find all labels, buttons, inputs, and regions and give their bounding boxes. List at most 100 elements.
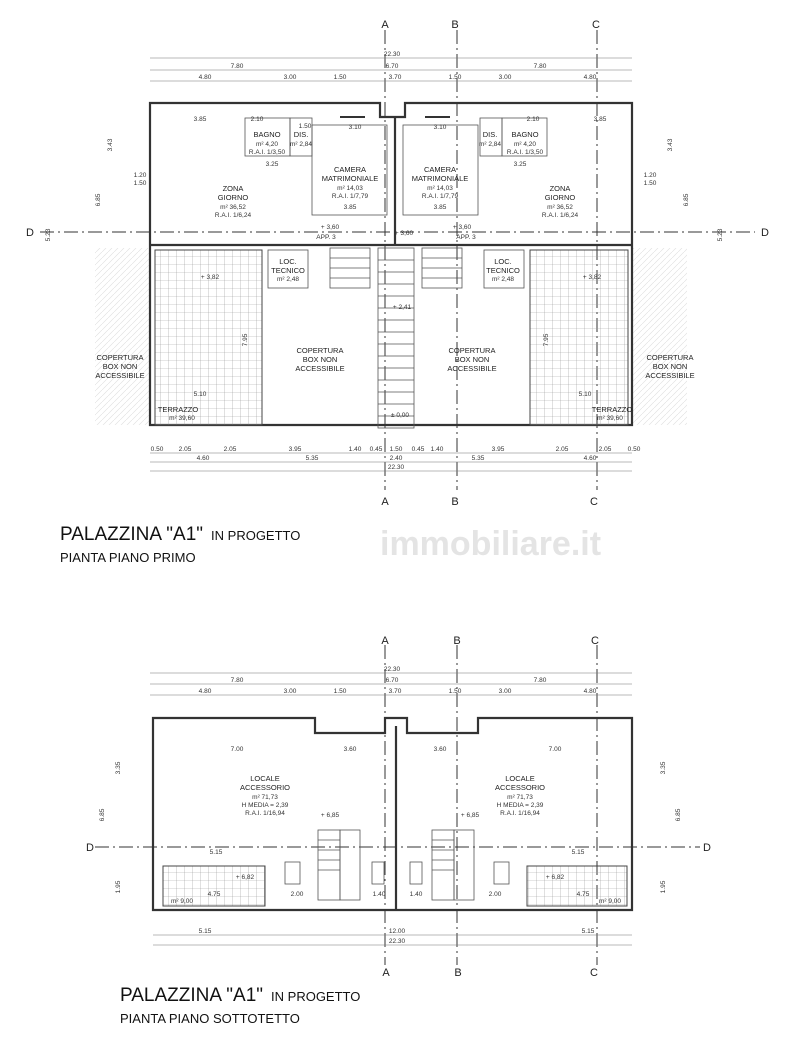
label: 5.15	[210, 849, 223, 856]
label: BAGNO	[511, 130, 538, 139]
label: 22.30	[384, 666, 401, 673]
label: m² 9,00	[599, 898, 621, 905]
label: TERRAZZO	[158, 405, 199, 414]
label: R.A.I. 1/6,24	[215, 212, 252, 219]
label: 3.00	[284, 688, 297, 695]
label: 0.50	[628, 446, 641, 453]
label: 4.75	[208, 891, 221, 898]
label: 7.80	[231, 63, 244, 70]
plan-line	[317, 829, 341, 901]
label: 6.85	[675, 808, 682, 821]
label: BAGNO	[253, 130, 280, 139]
label: 6.70	[386, 63, 399, 70]
plan-line	[95, 248, 150, 425]
label: 1.50	[134, 180, 147, 187]
label: 3.35	[660, 761, 667, 774]
label: 2.00	[489, 891, 502, 898]
label: LOCALE	[250, 774, 280, 783]
label: 5.15	[572, 849, 585, 856]
label: ZONA	[223, 184, 244, 193]
label: R.A.I. 1/16,94	[245, 810, 285, 817]
plan-line	[162, 865, 266, 907]
label: 1.20	[644, 172, 657, 179]
label: COPERTURA	[97, 353, 144, 362]
label: DIS.	[483, 130, 498, 139]
label: ACCESSORIO	[495, 783, 545, 792]
plan-attic: A B C A B C D D 22.30 6.70 7.80 7.80 4.8…	[86, 635, 711, 979]
label: + 6,85	[461, 812, 480, 819]
label: 3.43	[667, 138, 674, 151]
label: CAMERA	[334, 165, 366, 174]
marker-a: A	[381, 19, 389, 31]
label: BOX NON	[455, 355, 490, 364]
label: CAMERA	[424, 165, 456, 174]
label: 2.10	[527, 116, 540, 123]
room-dis-left: DIS.m² 2,84	[290, 130, 312, 148]
label: TERRAZZO	[592, 405, 633, 414]
label: 3.25	[266, 161, 279, 168]
label: GIORNO	[545, 193, 576, 202]
label: 3.43	[107, 138, 114, 151]
label: 6.85	[683, 193, 690, 206]
plan-line	[148, 101, 634, 427]
label: B	[454, 967, 461, 979]
label: m² 39,60	[169, 415, 195, 422]
label: 1.50	[390, 446, 403, 453]
label: 1.95	[660, 880, 667, 893]
label: + 3,82	[583, 274, 602, 281]
label: 2.05	[224, 446, 237, 453]
label: + 6,82	[236, 874, 255, 881]
marker-c-bottom: C	[590, 496, 598, 508]
label: 2.00	[291, 891, 304, 898]
label: 7.80	[534, 677, 547, 684]
label: 3.00	[499, 688, 512, 695]
label: 7.80	[231, 677, 244, 684]
label: ACCESSIBILE	[645, 371, 694, 380]
plan-line	[501, 117, 548, 157]
label: DIS.	[294, 130, 309, 139]
label: 4.60	[197, 455, 210, 462]
label: TECNICO	[271, 266, 305, 275]
label: 7.00	[231, 746, 244, 753]
plan-attic-title: PALAZZINA "A1"IN PROGETTO	[120, 985, 360, 1006]
label: 3.95	[289, 446, 302, 453]
plan-first-title: PALAZZINA "A1"IN PROGETTO	[60, 524, 300, 545]
marker-c: C	[592, 19, 600, 31]
label: 5.10	[579, 391, 592, 398]
label: 1.40	[373, 891, 386, 898]
label: LOCALE	[505, 774, 535, 783]
label: 2.40	[390, 455, 403, 462]
label: R.A.I. 1/7,79	[422, 193, 459, 200]
label: 5.23	[45, 228, 52, 241]
label: 4.80	[199, 74, 212, 81]
plan-line	[483, 249, 525, 289]
label: 7.95	[242, 333, 249, 346]
label: R.A.I. 1/6,24	[542, 212, 579, 219]
label: m² 71,73	[507, 794, 533, 801]
label: 3.00	[284, 74, 297, 81]
label: 1.50	[334, 688, 347, 695]
label: 0.50	[151, 446, 164, 453]
label: 3.00	[499, 74, 512, 81]
plan-line	[409, 861, 423, 885]
label: 3.25	[514, 161, 527, 168]
label: 22.30	[384, 51, 401, 58]
label: C	[590, 967, 598, 979]
label: ACCESSIBILE	[447, 364, 496, 373]
label: ACCESSIBILE	[295, 364, 344, 373]
label: 2.05	[556, 446, 569, 453]
label: 2.05	[599, 446, 612, 453]
terrace-right	[529, 249, 629, 426]
plan-line	[149, 102, 633, 246]
label: A	[382, 967, 390, 979]
plan-first-subtitle: PIANTA PIANO PRIMO	[60, 550, 196, 565]
plan-line	[431, 829, 455, 901]
plan-attic-subtitle: PIANTA PIANO SOTTOTETTO	[120, 1011, 300, 1026]
label: 7.95	[543, 333, 550, 346]
label: m² 36,52	[547, 204, 573, 211]
label: + 6,82	[546, 874, 565, 881]
